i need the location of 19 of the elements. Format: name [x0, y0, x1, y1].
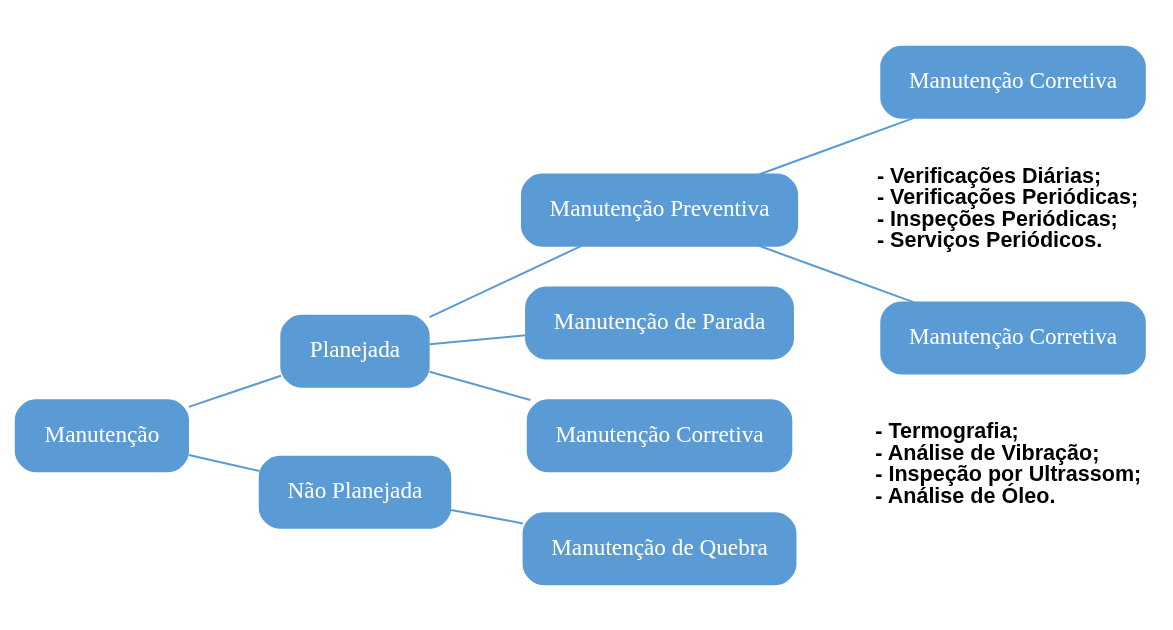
- node-label: - Verificações Diárias;: [876, 162, 1102, 188]
- node-box: Manutenção Corretiva: [880, 300, 1146, 374]
- connector: [758, 116, 915, 175]
- node-box: Planejada: [280, 314, 430, 388]
- connector: [450, 508, 524, 524]
- connector: [758, 244, 915, 303]
- node-box: Manutenção: [14, 398, 189, 472]
- node-label: - Termografia;: [875, 417, 1019, 443]
- node-box: Manutenção Preventiva: [520, 173, 799, 247]
- connector: [428, 333, 527, 345]
- node-box: Manutenção Corretiva: [526, 398, 793, 472]
- connector: [428, 370, 532, 401]
- connector: [187, 453, 261, 472]
- node-box: Manutenção Corretiva: [880, 45, 1146, 119]
- node-box: Manutenção de Quebra: [522, 511, 797, 585]
- node-box: Não Planejada: [258, 455, 452, 529]
- connector: [428, 244, 583, 318]
- node-box: Manutenção de Parada: [525, 285, 794, 359]
- connector: [187, 374, 282, 408]
